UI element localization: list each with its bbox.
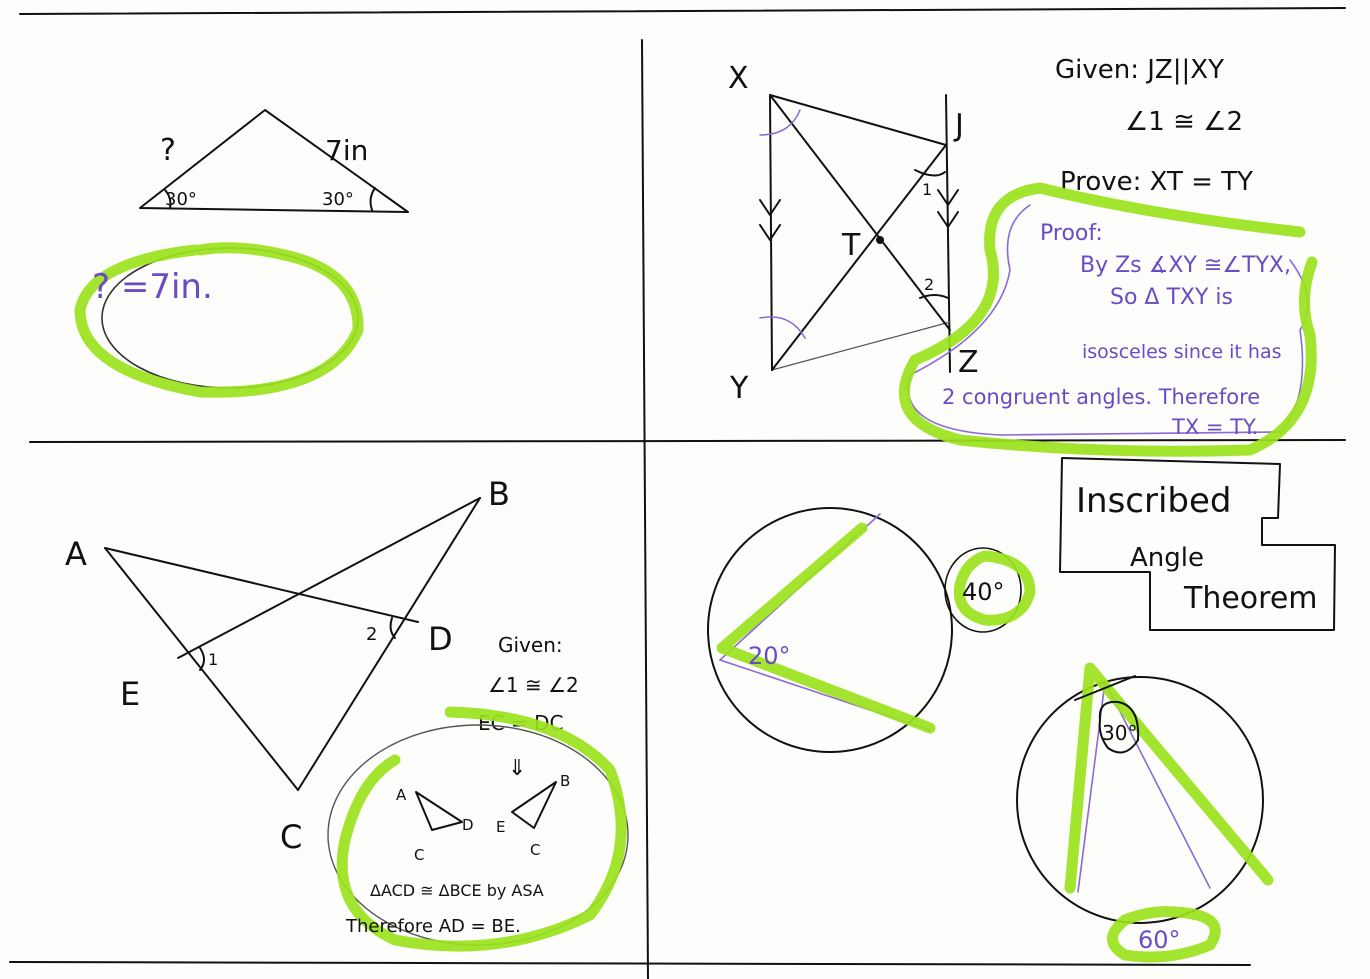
title-line-2: Angle [1130, 543, 1204, 573]
vertex-d-label: D [428, 620, 453, 658]
known-side-label: 7in [325, 134, 368, 167]
triangle-figure [139, 109, 409, 213]
angle-mark-1: 1 [208, 650, 218, 669]
angle-arc-j [914, 169, 946, 177]
title-box [1059, 457, 1336, 631]
mini-triangle-acd: A D C [396, 786, 474, 864]
proof-line-2: By Zs ∡XY ≅∠TYX, [1080, 253, 1291, 278]
circle-1-angle-label: 20° [748, 642, 791, 670]
segment-xy [769, 94, 773, 371]
segment-yz [771, 321, 951, 371]
mini-triangle-bce: B E C [496, 772, 570, 859]
panel-grid-lines [9, 7, 1346, 979]
proof-line-1: Proof: [1040, 221, 1103, 246]
vertex-t-label: T [841, 228, 861, 263]
panel-parallel-proof: X Y J Z T 1 2 Given: JZ||XY ∠1 ≅ ∠2 Prov… [728, 55, 1318, 457]
title-line-1: Inscribed [1076, 481, 1232, 521]
angle-arc-right [369, 187, 376, 211]
panel-bowtie-proof: A B C D E 1 2 Given: ∠1 ≅ ∠2 EC = DC ⇓ A… [65, 475, 629, 952]
answer-1-highlight [953, 550, 1036, 626]
segment-bc [297, 497, 481, 791]
svg-text:D: D [462, 816, 474, 834]
implies-arrow: ⇓ [508, 756, 526, 781]
parallel-arrow-left [759, 199, 781, 241]
svg-text:A: A [396, 786, 407, 804]
angle-mark-2: 2 [366, 624, 377, 645]
conclusion-highlight [336, 706, 627, 952]
segment-ad [104, 547, 419, 623]
angle-arc-z [919, 294, 949, 299]
given-line-1: Given: JZ||XY [1055, 55, 1224, 85]
panel-inscribed-angle: Inscribed Angle Theorem 20° 40° 30° 60° [707, 457, 1336, 963]
angle-2-marker [1098, 700, 1140, 754]
svg-text:C: C [530, 841, 540, 859]
given-line-2: ∠1 ≅ ∠2 [1125, 107, 1243, 137]
segment-jz [945, 94, 951, 373]
vertex-e-label: E [120, 675, 140, 713]
angle-arc-left [164, 189, 172, 209]
angle-arc-y [759, 316, 806, 339]
svg-text:B: B [560, 772, 570, 790]
given-line-1: ∠1 ≅ ∠2 [488, 673, 579, 697]
answer-highlight [74, 242, 364, 398]
title-line-3: Theorem [1183, 581, 1318, 616]
conclusion-line-2: Therefore AD = BE. [345, 916, 521, 937]
circle-1-answer: 40° [962, 578, 1005, 606]
panel-isosceles-triangle: ? 7in 30° 30° ? =7in. [74, 109, 409, 398]
proof-line-4: isosceles since it has [1082, 341, 1282, 363]
answer-2-highlight [1107, 906, 1221, 963]
vertex-a-label: A [65, 535, 87, 573]
angle-mark-1: 1 [922, 180, 932, 199]
proof-line-6: TX = TY. [1171, 415, 1258, 439]
inscribed-angle-2-highlight [1064, 662, 1274, 894]
answer-1-circle-pencil [944, 547, 1022, 633]
circle-2 [1016, 676, 1264, 924]
answer-text: ? =7in. [92, 267, 213, 307]
circle-2-angle-label: 30° [1102, 721, 1137, 745]
vertex-y-label: Y [729, 371, 749, 406]
angle-right-label: 30° [322, 189, 354, 210]
vertex-x-label: X [728, 61, 749, 96]
unknown-side-label: ? [160, 133, 176, 168]
proof-highlight [898, 182, 1318, 457]
angle-mark-2: 2 [924, 275, 934, 294]
circle-1 [707, 507, 953, 753]
angle-left-label: 30° [165, 189, 197, 210]
inscribed-angle-1-highlight [716, 522, 936, 734]
central-angle-hint [1074, 675, 1136, 701]
angle-arc-d [389, 617, 396, 639]
point-t [876, 236, 884, 244]
svg-text:C: C [414, 846, 424, 864]
segment-be [177, 497, 481, 659]
circle-2-answer: 60° [1138, 926, 1181, 954]
proof-bracket-pencil [907, 204, 1309, 436]
segment-xj [769, 94, 947, 146]
vertex-j-label: J [953, 108, 964, 143]
angle-arc-e [199, 647, 205, 671]
svg-text:E: E [496, 818, 505, 836]
proof-line-5: 2 congruent angles. Therefore [942, 385, 1260, 409]
conclusion-line-1: ΔACD ≅ ΔBCE by ASA [370, 881, 544, 900]
parallel-arrow-right [937, 189, 959, 228]
proof-line-3: So Δ TXY is [1110, 285, 1233, 310]
diagonal-xz [769, 94, 951, 331]
vertex-b-label: B [488, 475, 510, 513]
conclusion-circle-pencil [327, 724, 629, 946]
given-heading: Given: [498, 633, 563, 657]
vertex-z-label: Z [958, 345, 979, 380]
prove-line: Prove: XT = TY [1060, 167, 1253, 197]
angle-arc-x [759, 109, 801, 136]
vertex-c-label: C [280, 818, 302, 856]
